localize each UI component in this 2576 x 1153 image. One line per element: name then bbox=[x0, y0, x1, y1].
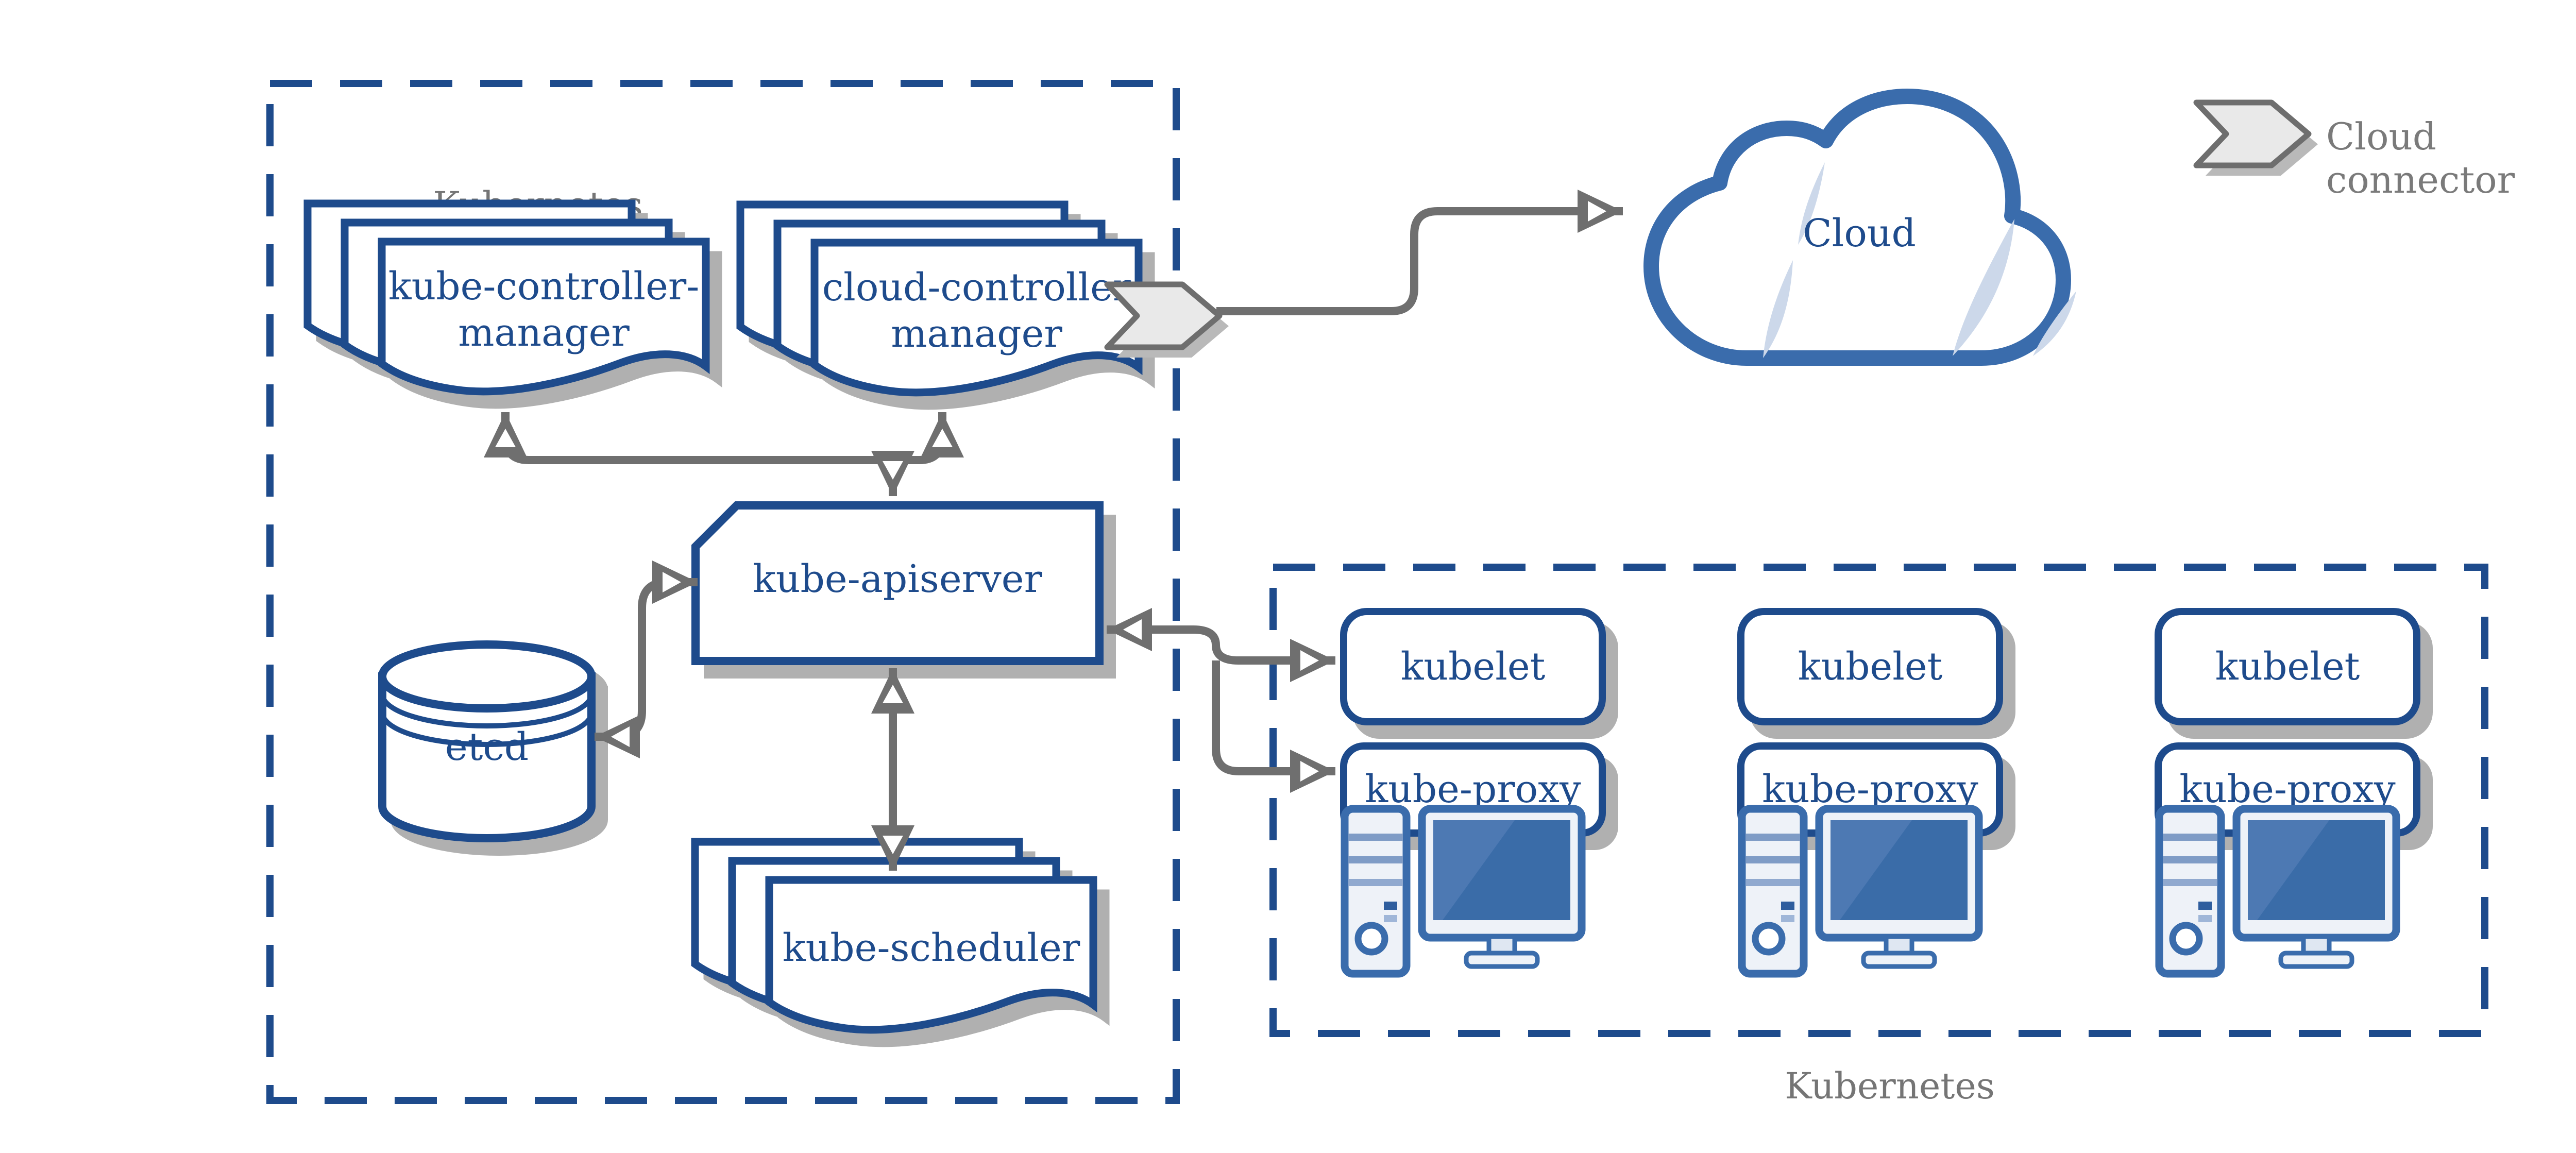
cloud-controller-manager-label-line1: cloud-controller bbox=[822, 265, 1131, 310]
cloud-shape bbox=[1643, 89, 2076, 366]
kube-controller-manager-label-line2: manager bbox=[458, 311, 630, 355]
arrow-apiserver-kubelet bbox=[1107, 608, 1335, 682]
arrow-apiserver-kube-proxy bbox=[1212, 660, 1335, 793]
kube-apiserver-shape bbox=[691, 501, 1104, 665]
kube-proxy-label-1: kube-proxy bbox=[1365, 767, 1581, 812]
kube-apiserver-node: kube-apiserver bbox=[691, 497, 1104, 661]
computer-icon bbox=[1738, 805, 1983, 978]
etcd-label: etcd bbox=[445, 724, 529, 769]
etcd-node: etcd bbox=[376, 685, 598, 809]
computer-icon bbox=[2155, 805, 2400, 978]
kube-controller-manager-label-line1: kube-controller- bbox=[388, 264, 700, 309]
legend-cloud-connector-icon bbox=[2193, 99, 2318, 176]
kube-scheduler-label: kube-scheduler bbox=[782, 925, 1080, 970]
cloud-label: Cloud bbox=[1803, 211, 1916, 256]
cloud-controller-manager-node: cloud-controller manager bbox=[736, 200, 1154, 417]
kubelet-label-1: kubelet bbox=[1400, 644, 1546, 689]
cloud-node: Cloud bbox=[1756, 210, 1962, 257]
kube-scheduler-node: kube-scheduler bbox=[691, 838, 1108, 1054]
minions-title-line1: Kubernetes bbox=[1785, 1065, 1995, 1108]
arrow-cloud-connector-to-cloud bbox=[1216, 190, 1623, 315]
cloud-controller-manager-label-line2: manager bbox=[891, 312, 1062, 356]
minions-group-border bbox=[1269, 564, 2488, 1037]
master-group-border bbox=[266, 80, 1180, 1104]
kube-controller-manager-node: kube-controller- manager bbox=[303, 199, 721, 416]
etcd-shape bbox=[378, 640, 596, 842]
kube-apiserver-label: kube-apiserver bbox=[753, 556, 1042, 601]
kubelet-label-2: kubelet bbox=[1798, 644, 1943, 689]
minions-group-title: Kubernetes Minions bbox=[1709, 980, 2070, 1153]
document-shape bbox=[765, 876, 1097, 1034]
kubelet-node-2: kubelet bbox=[1737, 608, 2003, 725]
kube-proxy-label-2: kube-proxy bbox=[1762, 767, 1978, 812]
kubelet-node-1: kubelet bbox=[1340, 608, 1606, 725]
kubelet-label-3: kubelet bbox=[2215, 644, 2360, 689]
computer-icon bbox=[1341, 805, 1586, 978]
document-shape bbox=[810, 239, 1143, 397]
kube-proxy-label-3: kube-proxy bbox=[2179, 767, 2396, 812]
arrow-apiserver-to-controller-managers bbox=[484, 412, 964, 464]
document-shape bbox=[378, 238, 710, 396]
arrow-apiserver-etcd bbox=[595, 561, 698, 758]
cloud-connector-icon bbox=[1104, 281, 1229, 358]
legend-label: Cloud connector bbox=[2326, 115, 2515, 201]
kubelet-node-3: kubelet bbox=[2155, 608, 2420, 725]
